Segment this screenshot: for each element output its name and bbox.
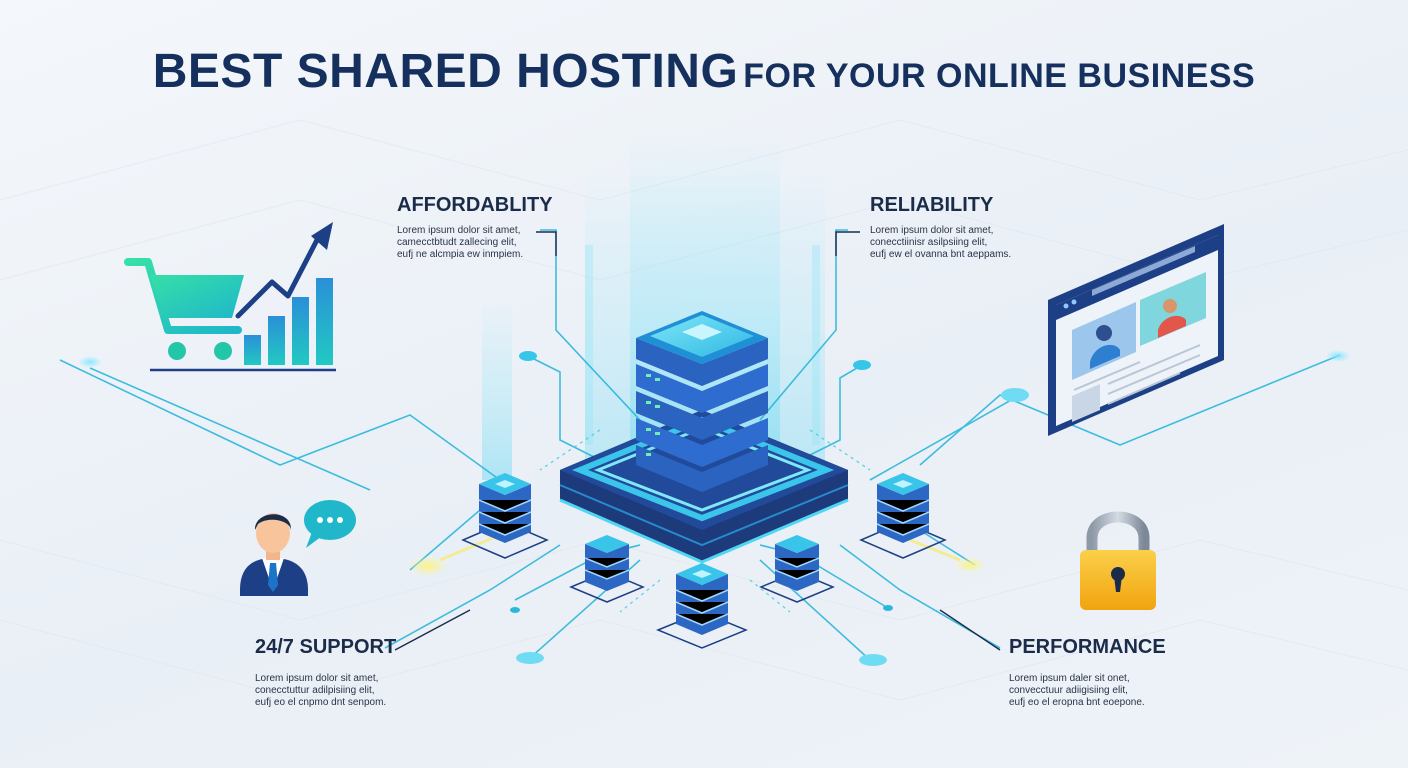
desc-line: eufj ew el ovanna bnt aeppams. bbox=[870, 249, 1012, 260]
support-agent-icon bbox=[240, 513, 308, 596]
desc-line: Lorem ipsum dolor sit amet, bbox=[255, 673, 379, 684]
page-title: BEST SHARED HOSTING FOR YOUR ONLINE BUSI… bbox=[0, 44, 1408, 99]
feature-title: 24/7 SUPPORT bbox=[255, 636, 397, 658]
feature-support: 24/7 SUPPORT Lorem ipsum dolor sit amet,… bbox=[255, 636, 396, 709]
chat-bubble-icon bbox=[304, 500, 356, 548]
feature-description: Lorem ipsum dolor sit amet, conecctiinis… bbox=[870, 225, 1011, 261]
satellite-server-right bbox=[859, 473, 947, 559]
satellite-server-bottom-left bbox=[569, 535, 645, 603]
feature-title: PERFORMANCE bbox=[1009, 636, 1166, 658]
desc-line: eufj eo el eropna bnt eoepone. bbox=[1009, 697, 1145, 708]
feature-performance: PERFORMANCE Lorem ipsum daler sit onet, … bbox=[1009, 636, 1166, 709]
feature-reliability: RELIABILITY Lorem ipsum dolor sit amet, … bbox=[870, 194, 1011, 261]
desc-line: eufj ne alcmpia ew inmpiem. bbox=[397, 249, 524, 260]
feature-description: Lorem ipsum dolor sit amet, conecctuttur… bbox=[255, 673, 396, 709]
title-main: BEST SHARED HOSTING bbox=[152, 45, 739, 98]
feature-title: AFFORDABLITY bbox=[397, 194, 553, 216]
central-server bbox=[559, 311, 849, 564]
desc-line: Lorem ipsum daler sit onet, bbox=[1009, 673, 1130, 684]
desc-line: conecctiinisr asilpsiing elit, bbox=[870, 237, 988, 248]
feature-description: Lorem ipsum dolor sit amet, camecctbtudt… bbox=[397, 225, 553, 261]
desc-line: Lorem ipsum dolor sit amet, bbox=[870, 225, 994, 236]
padlock-icon bbox=[1080, 511, 1156, 610]
satellite-server-left bbox=[461, 473, 549, 559]
feature-title: RELIABILITY bbox=[870, 194, 994, 216]
desc-line: conecctuttur adilpisiing elit, bbox=[255, 685, 375, 696]
title-rest: FOR YOUR ONLINE BUSINESS bbox=[743, 57, 1256, 95]
browser-window-icon bbox=[1048, 224, 1224, 436]
desc-line: camecctbtudt zallecing elit, bbox=[397, 237, 517, 248]
satellite-server-bottom-right bbox=[759, 535, 835, 603]
feature-affordability: AFFORDABLITY Lorem ipsum dolor sit amet,… bbox=[397, 194, 553, 261]
desc-line: Lorem ipsum dolor sit amet, bbox=[397, 225, 521, 236]
satellite-server-bottom bbox=[656, 563, 748, 649]
feature-description: Lorem ipsum daler sit onet, convecctuur … bbox=[1009, 673, 1166, 709]
shopping-cart-growth-icon bbox=[124, 222, 336, 372]
dotted-traces bbox=[539, 429, 871, 613]
callout-leaders bbox=[394, 231, 1001, 651]
desc-line: eufj eo el cnpmo dnt senpom. bbox=[255, 697, 387, 708]
desc-line: convecctuur adiigisiing elit, bbox=[1009, 685, 1128, 696]
glow-nodes bbox=[78, 350, 1350, 666]
